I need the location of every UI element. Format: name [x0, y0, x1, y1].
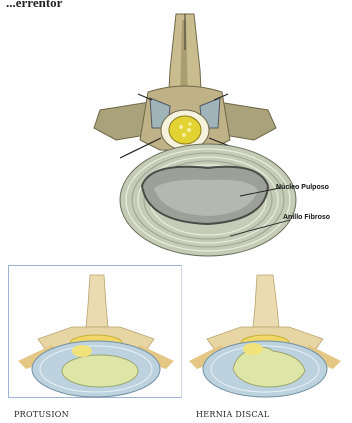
herniation-illustration: [181, 265, 349, 398]
spinal-cord: [169, 116, 201, 144]
protrusion-illustration: [8, 265, 182, 398]
caption-protrusion: PROTUSION: [14, 410, 69, 419]
protrusion-nucleus: [62, 355, 138, 387]
label-nucleus-pulposus: Núcleo Pulposo: [276, 184, 329, 191]
label-annulus-fibrosus: Anillo Fibroso: [283, 214, 330, 221]
caption-herniation: HERNIA DISCAL: [196, 410, 270, 419]
top-heading: ...errentor: [6, 0, 62, 11]
